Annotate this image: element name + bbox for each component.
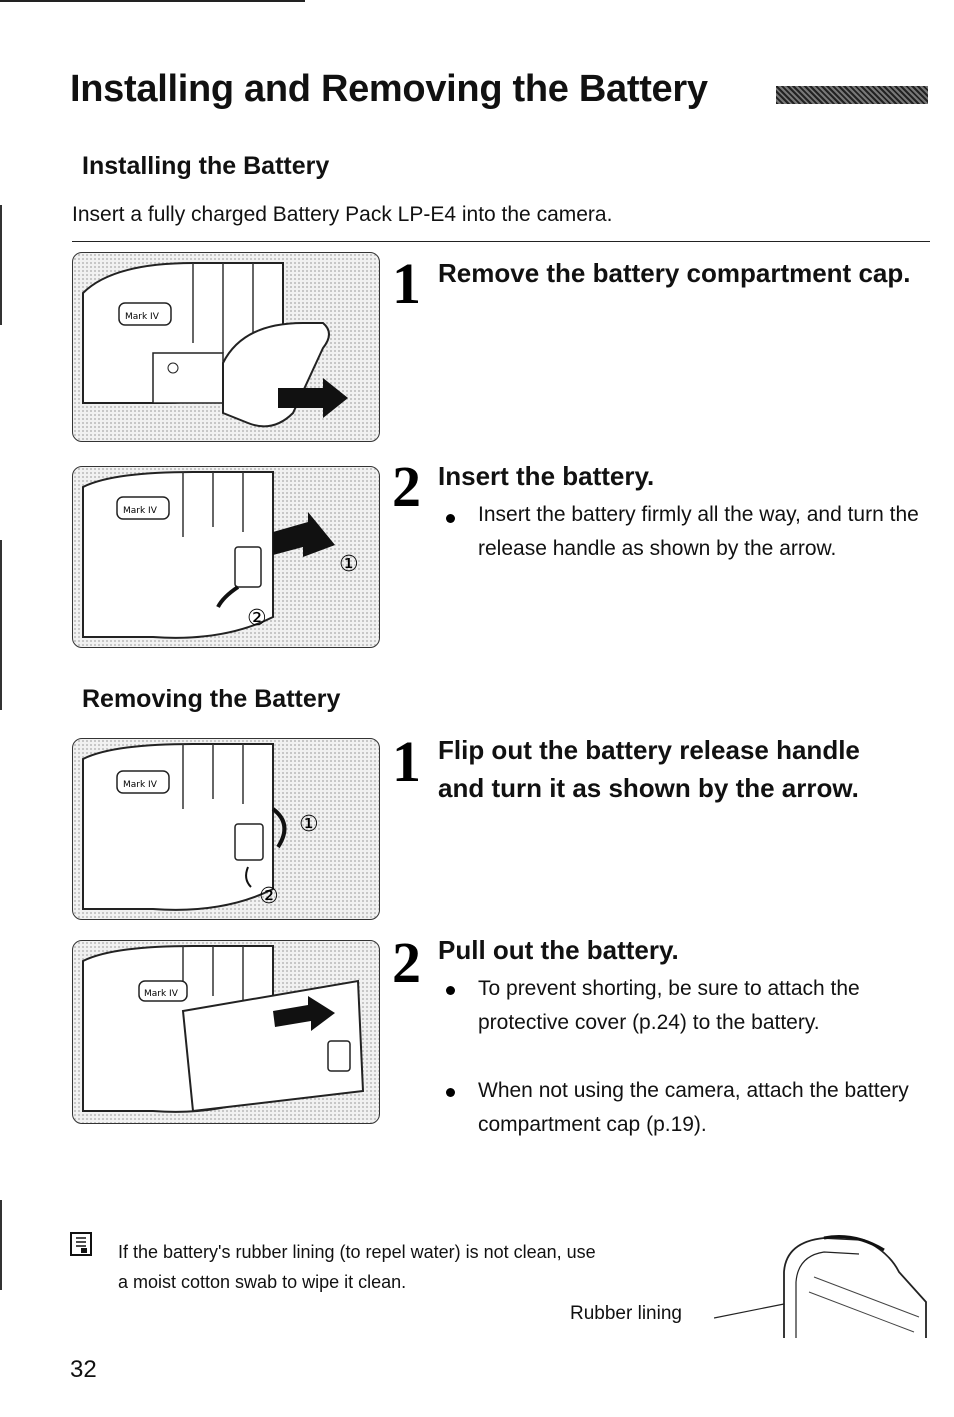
marker-1: ① (299, 812, 319, 837)
margin-line (0, 1200, 2, 1290)
margin-line (0, 205, 2, 325)
install-heading: Installing the Battery (82, 152, 330, 180)
step-number: 1 (392, 729, 421, 794)
page-title: Installing and Removing the Battery (70, 68, 708, 110)
note-line-1: If the battery's rubber lining (to repel… (118, 1242, 596, 1262)
bullet-dot (446, 1088, 455, 1097)
section-divider (72, 241, 930, 242)
mark-iv-badge: Mark IV (144, 989, 179, 999)
illustration-remove-cap: Mark IV (72, 252, 380, 442)
bullet-text: When not using the camera, attach the ba… (478, 1079, 909, 1136)
margin-line (0, 540, 2, 710)
title-decoration-bar (776, 86, 928, 104)
illustration-pull-battery: Mark IV (72, 940, 380, 1124)
top-rule (0, 0, 305, 2)
step-number: 2 (392, 930, 421, 995)
bullet-text: Insert the battery firmly all the way, a… (478, 503, 919, 560)
bullet-text: To prevent shorting, be sure to attach t… (478, 977, 860, 1034)
step-title: Flip out the battery release handle and … (438, 735, 860, 803)
step-title: Insert the battery. (438, 461, 655, 491)
illustration-flip-handle: Mark IV ① ② (72, 738, 380, 920)
memo-icon (70, 1232, 92, 1256)
illustration-insert-battery: Mark IV ① ② (72, 466, 380, 648)
step-number: 1 (392, 251, 421, 316)
bullet-dot (446, 514, 455, 523)
step-number: 2 (392, 454, 421, 519)
step-title: Pull out the battery. (438, 935, 679, 965)
bullet-dot (446, 986, 455, 995)
marker-1: ① (339, 552, 359, 577)
rubber-lining-label: Rubber lining (570, 1303, 682, 1324)
note-text: If the battery's rubber lining (to repel… (118, 1237, 596, 1297)
rubber-lining-illustration (713, 1232, 932, 1342)
marker-2: ② (259, 884, 279, 909)
mark-iv-badge: Mark IV (123, 506, 158, 516)
page-number: 32 (70, 1356, 97, 1383)
marker-2: ② (247, 606, 267, 631)
mark-iv-badge: Mark IV (123, 780, 158, 790)
note-line-2: a moist cotton swab to wipe it clean. (118, 1272, 407, 1292)
step-title: Remove the battery compartment cap. (438, 258, 911, 288)
mark-iv-badge: Mark IV (125, 312, 160, 322)
install-intro: Insert a fully charged Battery Pack LP-E… (72, 203, 613, 226)
remove-heading: Removing the Battery (82, 685, 341, 713)
